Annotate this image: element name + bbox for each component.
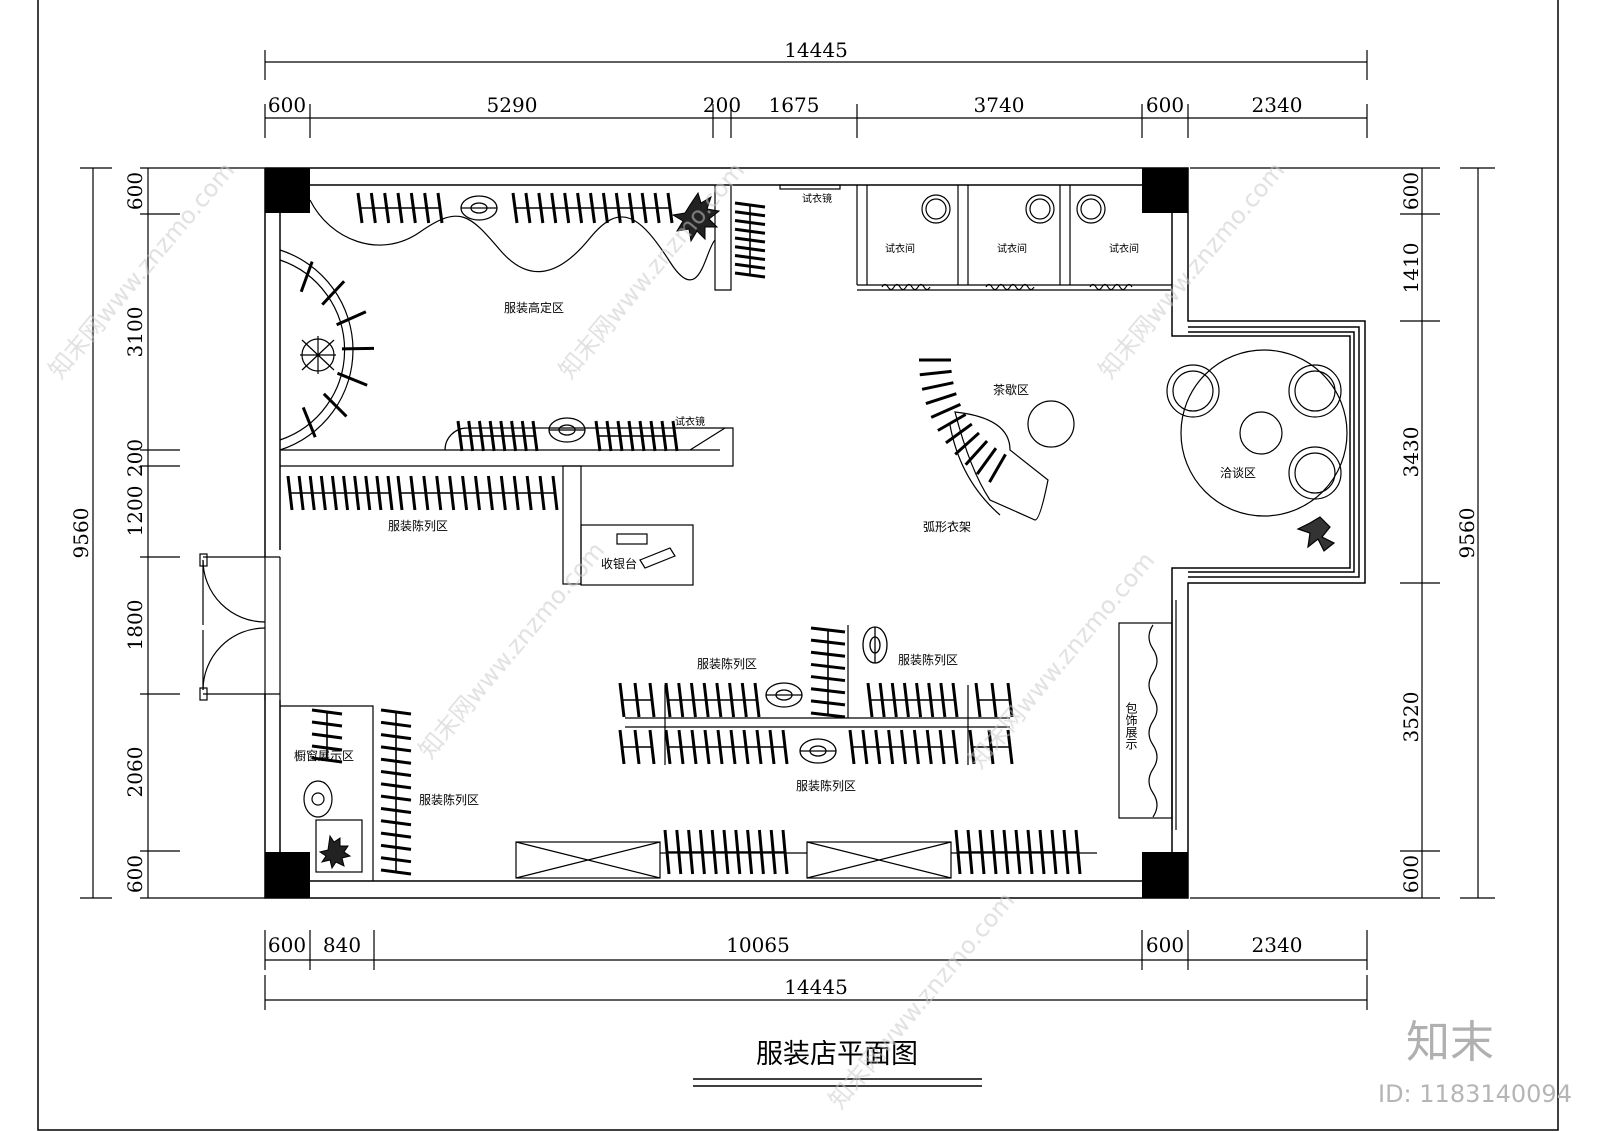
rack-bottom-2: [954, 829, 1082, 875]
dim-top-3: 200: [703, 93, 741, 117]
dim-right-5: 600: [1399, 855, 1423, 893]
dim-top-4: 1675: [769, 93, 820, 117]
dim-left-1: 600: [123, 172, 147, 210]
brand-watermark: 知末 ID: 1183140094: [1378, 1017, 1572, 1108]
dim-left-5: 1800: [123, 600, 147, 651]
rack-left-1: [286, 475, 394, 511]
rack-arc: [919, 358, 1007, 483]
entrance-doors: [199, 553, 281, 701]
label-display-lower-left: 服装陈列区: [419, 792, 479, 807]
dim-bottom-4: 600: [1146, 933, 1184, 957]
dim-top-2: 5290: [487, 93, 538, 117]
label-fitting-3: 试衣间: [1109, 242, 1139, 255]
dim-left-7: 600: [123, 855, 147, 893]
rack-center-5: [618, 729, 656, 765]
central-display-island: [625, 625, 1010, 765]
rack-window: [311, 708, 343, 764]
rack-lower-left: [380, 708, 412, 876]
drawing-title: 服装店平面图: [693, 1039, 982, 1087]
rack-center-3: [866, 682, 959, 718]
dim-right-2: 1410: [1399, 243, 1423, 294]
rack-center-2: [664, 682, 761, 718]
dim-right-3: 3430: [1399, 427, 1423, 478]
rack-circular: [299, 261, 375, 438]
label-tea-zone: 茶歇区: [993, 382, 1029, 397]
label-display-center-left: 服装陈列区: [697, 656, 757, 671]
dim-right-1: 600: [1399, 172, 1423, 210]
plan-title: 服装店平面图: [756, 1039, 918, 1070]
rack-center-7: [848, 729, 959, 765]
label-display-center-right: 服装陈列区: [898, 652, 958, 667]
label-fitting-2: 试衣间: [997, 242, 1027, 255]
sheet-border: [37, 0, 1559, 1131]
dim-bottom-2: 840: [323, 933, 361, 957]
dim-left-2: 3100: [123, 307, 147, 358]
dim-top-1: 600: [268, 93, 306, 117]
rack-center-1: [618, 682, 656, 718]
dimension-lines: [80, 50, 1495, 1010]
dim-left-4: 1200: [123, 486, 147, 537]
rack-mid-1: [456, 420, 539, 452]
dim-right-4: 3520: [1399, 692, 1423, 743]
dim-left-6: 2060: [123, 747, 147, 798]
label-mirror-top: 试衣镜: [802, 192, 832, 205]
label-display-center-bottom: 服装陈列区: [796, 778, 856, 793]
watermark-text-2: 知末网www.znzmo.com: [553, 157, 750, 384]
watermark-text-4: 知末网www.znzmo.com: [413, 537, 610, 764]
dim-top-total: 14445: [784, 38, 848, 62]
dim-bottom-3: 10065: [726, 933, 790, 957]
bag-display-furniture: [1118, 600, 1177, 830]
fitting-rooms: [779, 184, 1172, 291]
label-negotiation-zone: 洽谈区: [1220, 466, 1256, 480]
mannequin-stands: [460, 195, 888, 764]
label-mirror-mid: 试衣镜: [675, 415, 705, 428]
rack-left-2: [396, 475, 559, 511]
rack-partition: [734, 201, 766, 279]
rack-top-2: [511, 192, 674, 224]
dim-bottom-total: 14445: [784, 975, 848, 999]
label-window-display: 橱窗展示区: [294, 749, 354, 763]
label-bag-display: 包饰展示: [1124, 702, 1138, 750]
rack-center-4: [974, 682, 1014, 718]
dim-bottom-5: 2340: [1252, 933, 1303, 957]
dim-left-total: 9560: [69, 508, 93, 559]
rack-center-8: [968, 729, 1014, 765]
plant-icons: [318, 191, 721, 870]
rack-center-6: [664, 729, 789, 765]
label-display-left: 服装陈列区: [388, 518, 448, 533]
label-cashier: 收银台: [601, 556, 637, 571]
columns: [265, 168, 1188, 898]
watermark-id: ID: 1183140094: [1378, 1080, 1572, 1108]
dim-left-3: 200: [123, 439, 147, 477]
dimension-labels: 14445 600 5290 200 1675 3740 600 2340 60…: [69, 38, 1479, 999]
watermarks: 知末网www.znzmo.com 知末网www.znzmo.com 知末网www…: [43, 157, 1290, 1114]
watermark-brand: 知末: [1406, 1017, 1494, 1068]
bottom-display-boxes: [515, 841, 1097, 879]
negotiation-zone-furniture: [1166, 349, 1348, 552]
dim-top-5: 3740: [974, 93, 1025, 117]
rack-top-1: [356, 192, 444, 224]
label-arc-rack: 弧形衣架: [923, 519, 971, 534]
walls: [264, 167, 1366, 899]
dim-right-total: 9560: [1455, 508, 1479, 559]
rack-bottom-1: [663, 829, 789, 875]
clothes-racks: [286, 192, 1082, 876]
rack-mid-2: [594, 420, 679, 452]
rack-center-vertical: [810, 626, 846, 719]
window-display-furniture: [280, 705, 374, 881]
label-fitting-1: 试衣间: [885, 242, 915, 255]
label-custom-zone: 服装高定区: [504, 300, 564, 315]
dim-top-7: 2340: [1252, 93, 1303, 117]
zone-labels: 服装高定区 茶歇区 洽谈区 服装陈列区 收银台 弧形衣架 服装陈列区 服装陈列区…: [294, 192, 1256, 807]
dim-top-6: 600: [1146, 93, 1184, 117]
dim-bottom-1: 600: [268, 933, 306, 957]
